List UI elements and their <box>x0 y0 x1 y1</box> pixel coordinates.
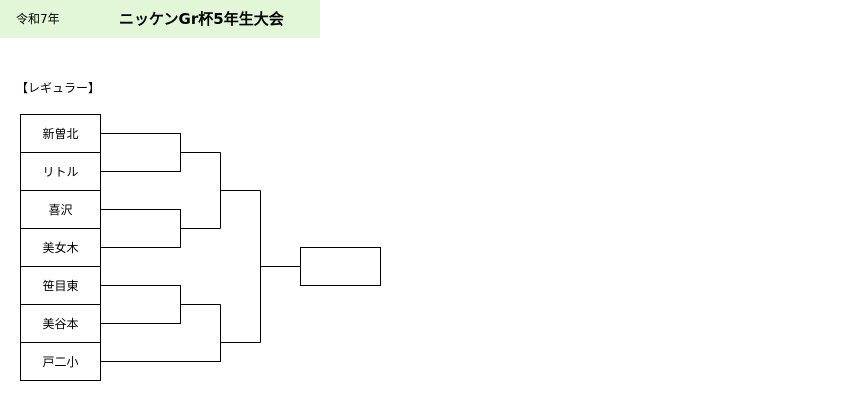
team-name-7: 戸二小 <box>42 355 78 369</box>
bracket-line-semifinal-2 <box>100 304 261 362</box>
era-label: 令和7年 <box>16 12 60 26</box>
bracket-line-match-1 <box>100 133 221 172</box>
team-name-5: 笹目東 <box>42 279 78 293</box>
team-name-6: 美谷本 <box>42 317 78 331</box>
team-name-2: リトル <box>42 165 78 179</box>
bracket-line-final <box>260 190 301 343</box>
bracket-line-match-2 <box>100 209 221 248</box>
division-label: 【レギュラー】 <box>16 81 101 95</box>
team-name-1: 新曽北 <box>42 126 78 141</box>
bracket-line-match-3 <box>100 285 221 324</box>
champion-box <box>300 247 381 286</box>
bracket-line-semifinal-1 <box>220 152 261 229</box>
tournament-title: ニッケンGr杯5年生大会 <box>119 10 284 28</box>
team-name-4: 美女木 <box>42 240 78 255</box>
team-name-3: 喜沢 <box>48 203 72 217</box>
title-banner: 令和7年 ニッケンGr杯5年生大会 <box>0 0 320 38</box>
